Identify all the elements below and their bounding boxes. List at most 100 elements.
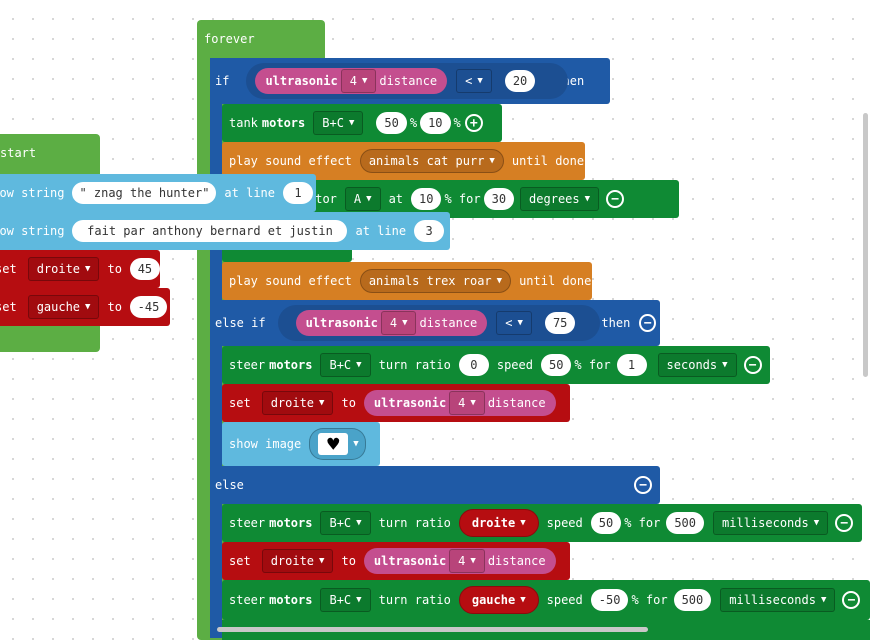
sound-effect-dropdown[interactable]: animals cat purr▼ bbox=[359, 149, 504, 173]
port-dropdown[interactable]: 4▼ bbox=[449, 391, 485, 415]
to-label: to bbox=[107, 300, 122, 314]
value-input[interactable]: -45 bbox=[129, 296, 167, 318]
set-variable-block[interactable]: set droite▼ to 45 bbox=[0, 250, 160, 288]
set-label: set bbox=[0, 262, 17, 276]
value-input[interactable]: 45 bbox=[129, 258, 160, 280]
ultrasonic-label: ultrasonic bbox=[305, 316, 378, 330]
speed-input[interactable]: -50 bbox=[590, 589, 629, 611]
set-variable-block[interactable]: set gauche▼ to -45 bbox=[0, 288, 170, 326]
speed-input[interactable]: 50 bbox=[590, 512, 622, 534]
chevron-down-icon: ▼ bbox=[85, 264, 91, 274]
image-dropdown[interactable]: ♥ ▼ bbox=[309, 428, 366, 460]
percent-for-label: % for bbox=[631, 593, 668, 607]
ports-dropdown[interactable]: B+C▼ bbox=[320, 588, 371, 612]
variable-dropdown[interactable]: droite▼ bbox=[261, 391, 334, 415]
chevron-down-icon: ▼ bbox=[477, 76, 483, 86]
minus-icon[interactable]: − bbox=[606, 190, 625, 208]
duration-input[interactable]: 500 bbox=[666, 512, 705, 534]
variable-dropdown[interactable]: gauche▼ bbox=[27, 295, 100, 319]
if-else-block[interactable] bbox=[210, 58, 222, 638]
set-variable-block[interactable]: set droite▼ to ultrasonic 4▼ distance bbox=[222, 384, 570, 422]
play-sound-block[interactable]: play sound effect animals trex roar▼ unt… bbox=[222, 262, 592, 300]
unit-dropdown[interactable]: milliseconds▼ bbox=[713, 511, 829, 535]
string-input[interactable]: fait par anthony bernard et justin bbox=[72, 220, 348, 242]
operator-dropdown[interactable]: <▼ bbox=[456, 69, 492, 93]
show-image-block[interactable]: show image ♥ ▼ bbox=[222, 422, 380, 466]
if-row[interactable]: if ultrasonic 4▼ distance <▼ 20 then bbox=[210, 58, 610, 104]
percent-for-label: % for bbox=[574, 358, 611, 372]
ultrasonic-distance-reporter[interactable]: ultrasonic 4▼ distance bbox=[363, 390, 556, 416]
chevron-down-icon: ▼ bbox=[520, 518, 526, 528]
turn-ratio-input[interactable]: 0 bbox=[458, 354, 489, 376]
else-label: else bbox=[215, 478, 244, 492]
unit-dropdown[interactable]: seconds▼ bbox=[657, 353, 737, 377]
motors-label: motors bbox=[269, 593, 313, 607]
steer-motors-block[interactable]: steer motors B+C▼ turn ratio droite▼ spe… bbox=[222, 504, 862, 542]
port-dropdown[interactable]: 4▼ bbox=[340, 69, 377, 93]
ultrasonic-distance-reporter[interactable]: ultrasonic 4▼ distance bbox=[255, 68, 448, 94]
minus-icon[interactable]: − bbox=[634, 476, 652, 494]
gauche-variable-reporter[interactable]: gauche▼ bbox=[458, 586, 539, 614]
minus-icon[interactable]: − bbox=[743, 356, 762, 374]
line-input[interactable]: 1 bbox=[283, 182, 313, 204]
left-speed-input[interactable]: 50 bbox=[376, 112, 407, 134]
operator-dropdown[interactable]: <▼ bbox=[496, 311, 532, 335]
play-sound-block[interactable]: play sound effect animals cat purr▼ unti… bbox=[222, 142, 585, 180]
tank-motors-block[interactable]: tank motors B+C▼ 50 % 10 % + bbox=[222, 104, 502, 142]
plus-icon[interactable]: + bbox=[464, 114, 483, 132]
string-input[interactable]: " znag the hunter" bbox=[72, 182, 217, 204]
vertical-scrollbar[interactable] bbox=[863, 113, 868, 377]
unit-dropdown[interactable]: degrees▼ bbox=[520, 187, 600, 211]
threshold-input[interactable]: 75 bbox=[544, 312, 576, 334]
speed-input[interactable]: 50 bbox=[540, 354, 572, 376]
ultrasonic-distance-reporter[interactable]: ultrasonic 4▼ distance bbox=[363, 548, 556, 574]
right-speed-input[interactable]: 10 bbox=[420, 112, 451, 134]
steer-motors-block[interactable]: steer motors B+C▼ turn ratio 0 speed 50 … bbox=[222, 346, 770, 384]
minus-icon[interactable]: − bbox=[639, 314, 656, 332]
motors-label: motors bbox=[269, 516, 313, 530]
chevron-down-icon: ▼ bbox=[517, 318, 523, 328]
variable-dropdown[interactable]: droite▼ bbox=[261, 549, 334, 573]
motor-port-dropdown[interactable]: A▼ bbox=[344, 187, 381, 211]
motor-amount-input[interactable]: 30 bbox=[483, 188, 515, 210]
at-line-label: at line bbox=[355, 224, 407, 238]
steer-motors-block[interactable]: steer motors B+C▼ turn ratio gauche▼ spe… bbox=[222, 580, 870, 620]
ports-dropdown[interactable]: B+C▼ bbox=[320, 353, 371, 377]
ultrasonic-distance-reporter[interactable]: ultrasonic 4▼ distance bbox=[295, 310, 488, 336]
ports-dropdown[interactable]: B+C▼ bbox=[320, 511, 371, 535]
at-label: at bbox=[388, 192, 404, 206]
chevron-down-icon: ▼ bbox=[520, 595, 526, 605]
duration-input[interactable]: 1 bbox=[616, 354, 647, 376]
set-variable-block[interactable]: set droite▼ to ultrasonic 4▼ distance bbox=[222, 542, 570, 580]
chevron-down-icon: ▼ bbox=[820, 595, 827, 605]
show-string-block[interactable]: show string " znag the hunter" at line 1 bbox=[0, 174, 316, 212]
line-input[interactable]: 3 bbox=[414, 220, 445, 242]
ports-dropdown[interactable]: B+C▼ bbox=[313, 111, 364, 135]
sound-effect-dropdown[interactable]: animals trex roar▼ bbox=[359, 269, 512, 293]
variable-dropdown[interactable]: droite▼ bbox=[27, 257, 100, 281]
chevron-down-icon: ▼ bbox=[402, 318, 408, 328]
motor-speed-input[interactable]: 10 bbox=[411, 188, 442, 210]
show-string-label: show string bbox=[0, 186, 65, 200]
chevron-down-icon: ▼ bbox=[356, 595, 362, 605]
chevron-down-icon: ▼ bbox=[722, 360, 728, 370]
else-row[interactable]: else − bbox=[210, 466, 660, 504]
threshold-input[interactable]: 20 bbox=[504, 70, 536, 92]
minus-icon[interactable]: − bbox=[842, 591, 861, 609]
horizontal-scrollbar[interactable] bbox=[217, 627, 648, 632]
unit-dropdown[interactable]: milliseconds▼ bbox=[720, 588, 836, 612]
tank-label: tank bbox=[229, 116, 258, 130]
ultrasonic-label: ultrasonic bbox=[373, 554, 447, 568]
play-sound-label: play sound effect bbox=[229, 274, 352, 288]
chevron-down-icon: ▼ bbox=[85, 302, 91, 312]
port-dropdown[interactable]: 4▼ bbox=[449, 549, 485, 573]
turn-ratio-label: turn ratio bbox=[378, 516, 451, 530]
minus-icon[interactable]: − bbox=[835, 514, 854, 532]
show-string-block[interactable]: show string fait par anthony bernard et … bbox=[0, 212, 450, 250]
else-if-row[interactable]: else if ultrasonic 4▼ distance <▼ 75 the… bbox=[210, 300, 660, 346]
to-label: to bbox=[107, 262, 122, 276]
port-dropdown[interactable]: 4▼ bbox=[380, 311, 417, 335]
distance-label: distance bbox=[419, 316, 478, 330]
droite-variable-reporter[interactable]: droite▼ bbox=[458, 509, 539, 537]
duration-input[interactable]: 500 bbox=[673, 589, 712, 611]
